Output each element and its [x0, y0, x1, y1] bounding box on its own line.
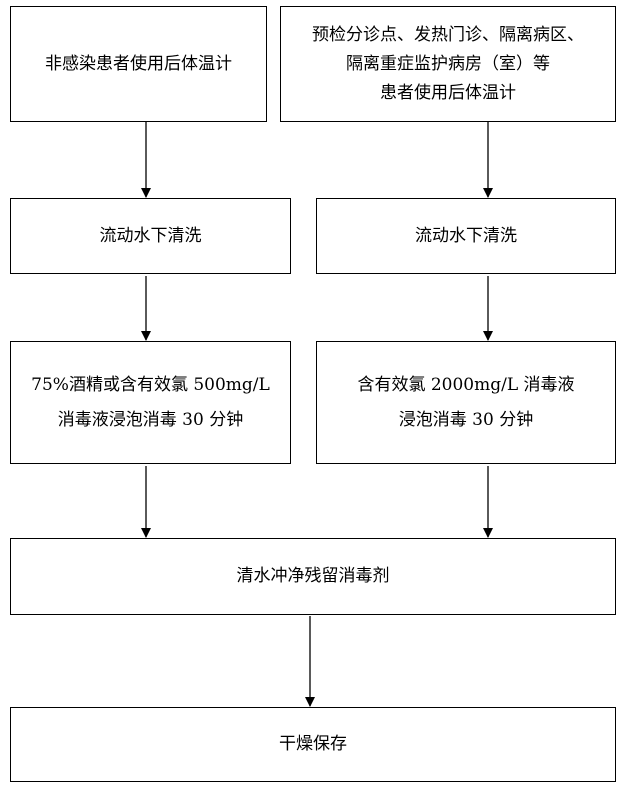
box-text-line: 非感染患者使用后体温计 — [45, 53, 232, 74]
box-disinfect-right: 含有效氯 2000mg/L 消毒液 浸泡消毒 30 分钟 — [316, 341, 616, 464]
box-text-line: 浸泡消毒 30 分钟 — [398, 409, 534, 430]
box-dry-store: 干燥保存 — [10, 707, 616, 782]
box-text-line: 含有效氯 2000mg/L 消毒液 — [357, 374, 575, 395]
box-text-line: 隔离重症监护病房（室）等 — [346, 53, 550, 74]
box-disinfect-left: 75%酒精或含有效氯 500mg/L 消毒液浸泡消毒 30 分钟 — [10, 341, 291, 464]
box-text-line: 预检分诊点、发热门诊、隔离病区、 — [312, 24, 584, 45]
box-non-infected-thermometer: 非感染患者使用后体温计 — [10, 6, 267, 122]
box-text-line: 干燥保存 — [279, 734, 347, 754]
box-text-line: 消毒液浸泡消毒 30 分钟 — [57, 409, 244, 430]
box-text-line: 75%酒精或含有效氯 500mg/L — [31, 374, 270, 395]
box-rinse-residue: 清水冲净残留消毒剂 — [10, 538, 616, 615]
box-isolation-thermometer: 预检分诊点、发热门诊、隔离病区、 隔离重症监护病房（室）等 患者使用后体温计 — [280, 6, 616, 122]
box-text-line: 流动水下清洗 — [415, 225, 517, 246]
box-rinse-left: 流动水下清洗 — [10, 198, 291, 274]
box-text-line: 患者使用后体温计 — [380, 82, 516, 103]
box-text-line: 流动水下清洗 — [99, 225, 202, 246]
box-rinse-right: 流动水下清洗 — [316, 198, 616, 274]
box-text-line: 清水冲净残留消毒剂 — [236, 566, 390, 586]
